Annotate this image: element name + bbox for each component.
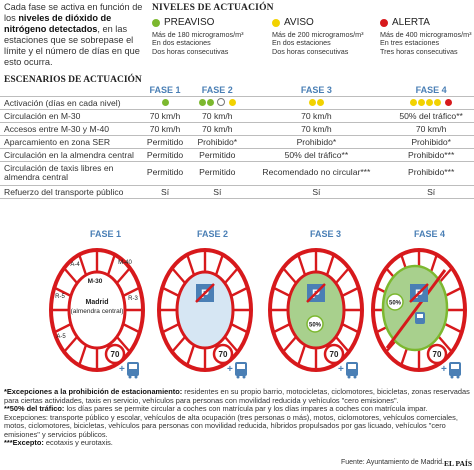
m40-label: M-40 bbox=[118, 260, 132, 266]
phase-header-row: FASE 1 FASE 2 FASE 3 FASE 4 bbox=[0, 84, 474, 96]
footnote-3: ***Excepto: ecotaxis y eurotaxis. bbox=[4, 438, 113, 447]
escenarios-title: ESCENARIOS DE ACTUACIÓN bbox=[4, 75, 142, 85]
diagram-phase-label: FASE 4 bbox=[414, 229, 446, 239]
niveles-title: NIVELES DE ACTUACIÓN bbox=[152, 3, 274, 13]
intro-text: Cada fase se activa en función de los ni… bbox=[4, 2, 143, 67]
r3-label: R-3 bbox=[128, 296, 138, 302]
fase2-diagram: P 70 + bbox=[157, 248, 253, 379]
almendra-label: (almendra central) bbox=[71, 308, 124, 315]
table-row: Circulación en la almendra central Permi… bbox=[0, 147, 474, 161]
fase3-diagram: P 50% 70 + bbox=[268, 248, 364, 379]
fase4-diagram: P 50% 70 + bbox=[371, 248, 467, 379]
half-traffic-icon bbox=[306, 315, 324, 333]
bus-icon: + bbox=[227, 362, 247, 379]
speed-limit-icon bbox=[323, 343, 345, 365]
table-row: Activación (días en cada nivel) bbox=[0, 95, 474, 109]
svg-text:+: + bbox=[119, 364, 125, 375]
footnote-1: *Excepciones a la prohibición de estacio… bbox=[4, 387, 470, 405]
phase-header: FASE 4 bbox=[415, 84, 447, 95]
speed-limit-icon bbox=[104, 343, 126, 365]
svg-text:50%: 50% bbox=[389, 301, 402, 307]
phase-header: FASE 3 bbox=[300, 84, 332, 95]
a4-label: A-4 bbox=[70, 262, 80, 268]
fase1-diagram: Madrid (almendra central) M-30 M-40 R-3 … bbox=[49, 248, 145, 379]
svg-text:70: 70 bbox=[219, 350, 228, 359]
svg-text:+: + bbox=[441, 364, 447, 375]
bus-icon: + bbox=[119, 362, 139, 379]
red-dot-icon bbox=[380, 19, 388, 27]
bus-icon: + bbox=[338, 362, 358, 379]
green-dot-icon bbox=[152, 19, 160, 27]
r5-label: R-5 bbox=[55, 294, 65, 300]
taxi-icon bbox=[415, 312, 425, 324]
svg-text:70: 70 bbox=[433, 350, 442, 359]
footnotes: *Excepciones a la prohibición de estacio… bbox=[4, 387, 472, 448]
table-row: Circulación de taxis libres en almendra … bbox=[0, 160, 474, 185]
activation-dots bbox=[388, 95, 474, 109]
diagram-phase-label: FASE 3 bbox=[310, 229, 342, 239]
svg-text:50%: 50% bbox=[309, 323, 322, 329]
footnote-2: **50% del tráfico: los días pares se per… bbox=[4, 404, 458, 439]
svg-text:+: + bbox=[338, 364, 344, 375]
diagram-phase-label: FASE 1 bbox=[90, 229, 122, 239]
activation-dots bbox=[190, 95, 245, 109]
no-parking-icon: P bbox=[409, 283, 429, 303]
yellow-dot-icon bbox=[272, 19, 280, 27]
phase-header: FASE 1 bbox=[149, 84, 181, 95]
half-traffic-icon bbox=[386, 293, 404, 311]
activation-dots bbox=[140, 95, 191, 109]
svg-text:70: 70 bbox=[111, 350, 120, 359]
svg-text:+: + bbox=[227, 364, 233, 375]
escenarios-table: FASE 1 FASE 2 FASE 3 FASE 4 Activación (… bbox=[0, 84, 474, 199]
phase-header: FASE 2 bbox=[201, 84, 233, 95]
madrid-label: Madrid bbox=[86, 299, 109, 306]
activation-dots bbox=[244, 95, 389, 109]
m30-label: M-30 bbox=[88, 278, 103, 285]
source-text: Fuente: Ayuntamiento de Madrid. bbox=[341, 459, 444, 466]
bus-icon: + bbox=[441, 362, 461, 379]
no-parking-icon: P bbox=[195, 283, 215, 303]
svg-text:70: 70 bbox=[330, 350, 339, 359]
diagram-phase-label: FASE 2 bbox=[197, 229, 229, 239]
a5-label: A-5 bbox=[56, 334, 66, 340]
no-parking-icon: P bbox=[306, 283, 326, 303]
phase-diagrams: Madrid (almendra central) M-30 M-40 R-3 … bbox=[49, 248, 467, 379]
speed-limit-icon bbox=[426, 343, 448, 365]
brand-logo: EL PAÍS bbox=[444, 459, 472, 468]
speed-limit-icon bbox=[212, 343, 234, 365]
